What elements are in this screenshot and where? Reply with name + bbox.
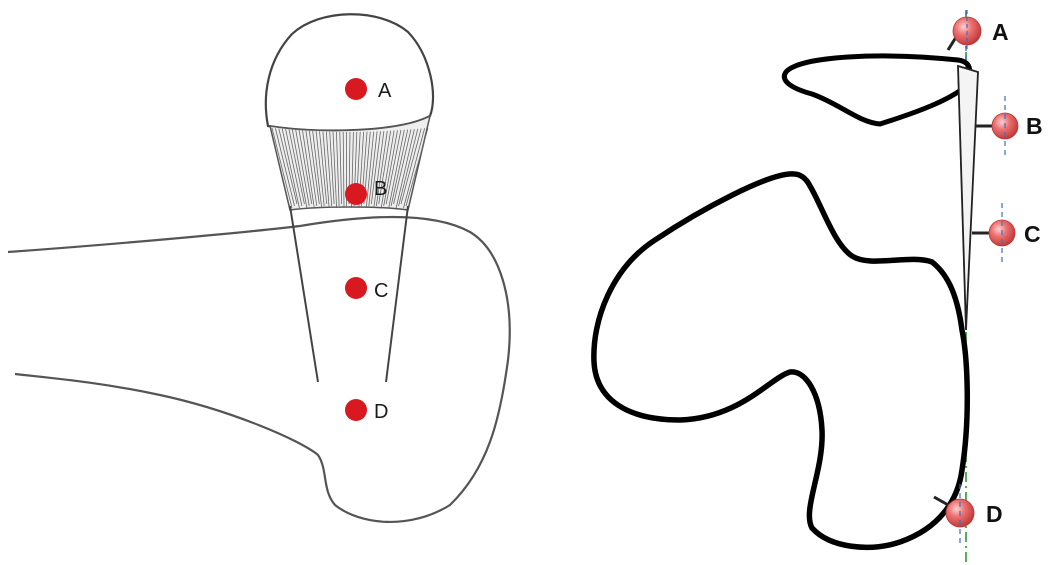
left-tendon-line-left [290, 206, 318, 382]
left-marker-a-dot [345, 78, 367, 100]
right-section-panel: A B C D [594, 10, 1043, 562]
left-tendon-line-right [386, 206, 408, 382]
right-marker-b-label: B [1026, 113, 1043, 139]
left-marker-d-dot [345, 399, 367, 421]
right-marker-c: C [972, 203, 1041, 263]
left-marker-c-label: C [374, 280, 388, 302]
left-sketch-panel: A B C D [8, 14, 510, 522]
left-marker-d-label: D [374, 401, 388, 423]
right-marker-d-label: D [986, 501, 1003, 527]
left-marker-c-dot [345, 277, 367, 299]
right-marker-a: A [948, 10, 1009, 52]
patella-section-outline [784, 56, 970, 124]
left-patella-outline [266, 14, 433, 130]
left-bone-outline [8, 217, 510, 522]
left-marker-a-label: A [378, 80, 392, 102]
right-marker-a-label: A [992, 19, 1009, 45]
right-marker-b: B [976, 96, 1043, 156]
tendon-wedge [958, 66, 978, 330]
left-marker-b-dot [345, 183, 367, 205]
femur-section-outline [594, 174, 967, 547]
right-marker-c-label: C [1024, 221, 1041, 247]
left-marker-b-label: B [374, 178, 387, 200]
